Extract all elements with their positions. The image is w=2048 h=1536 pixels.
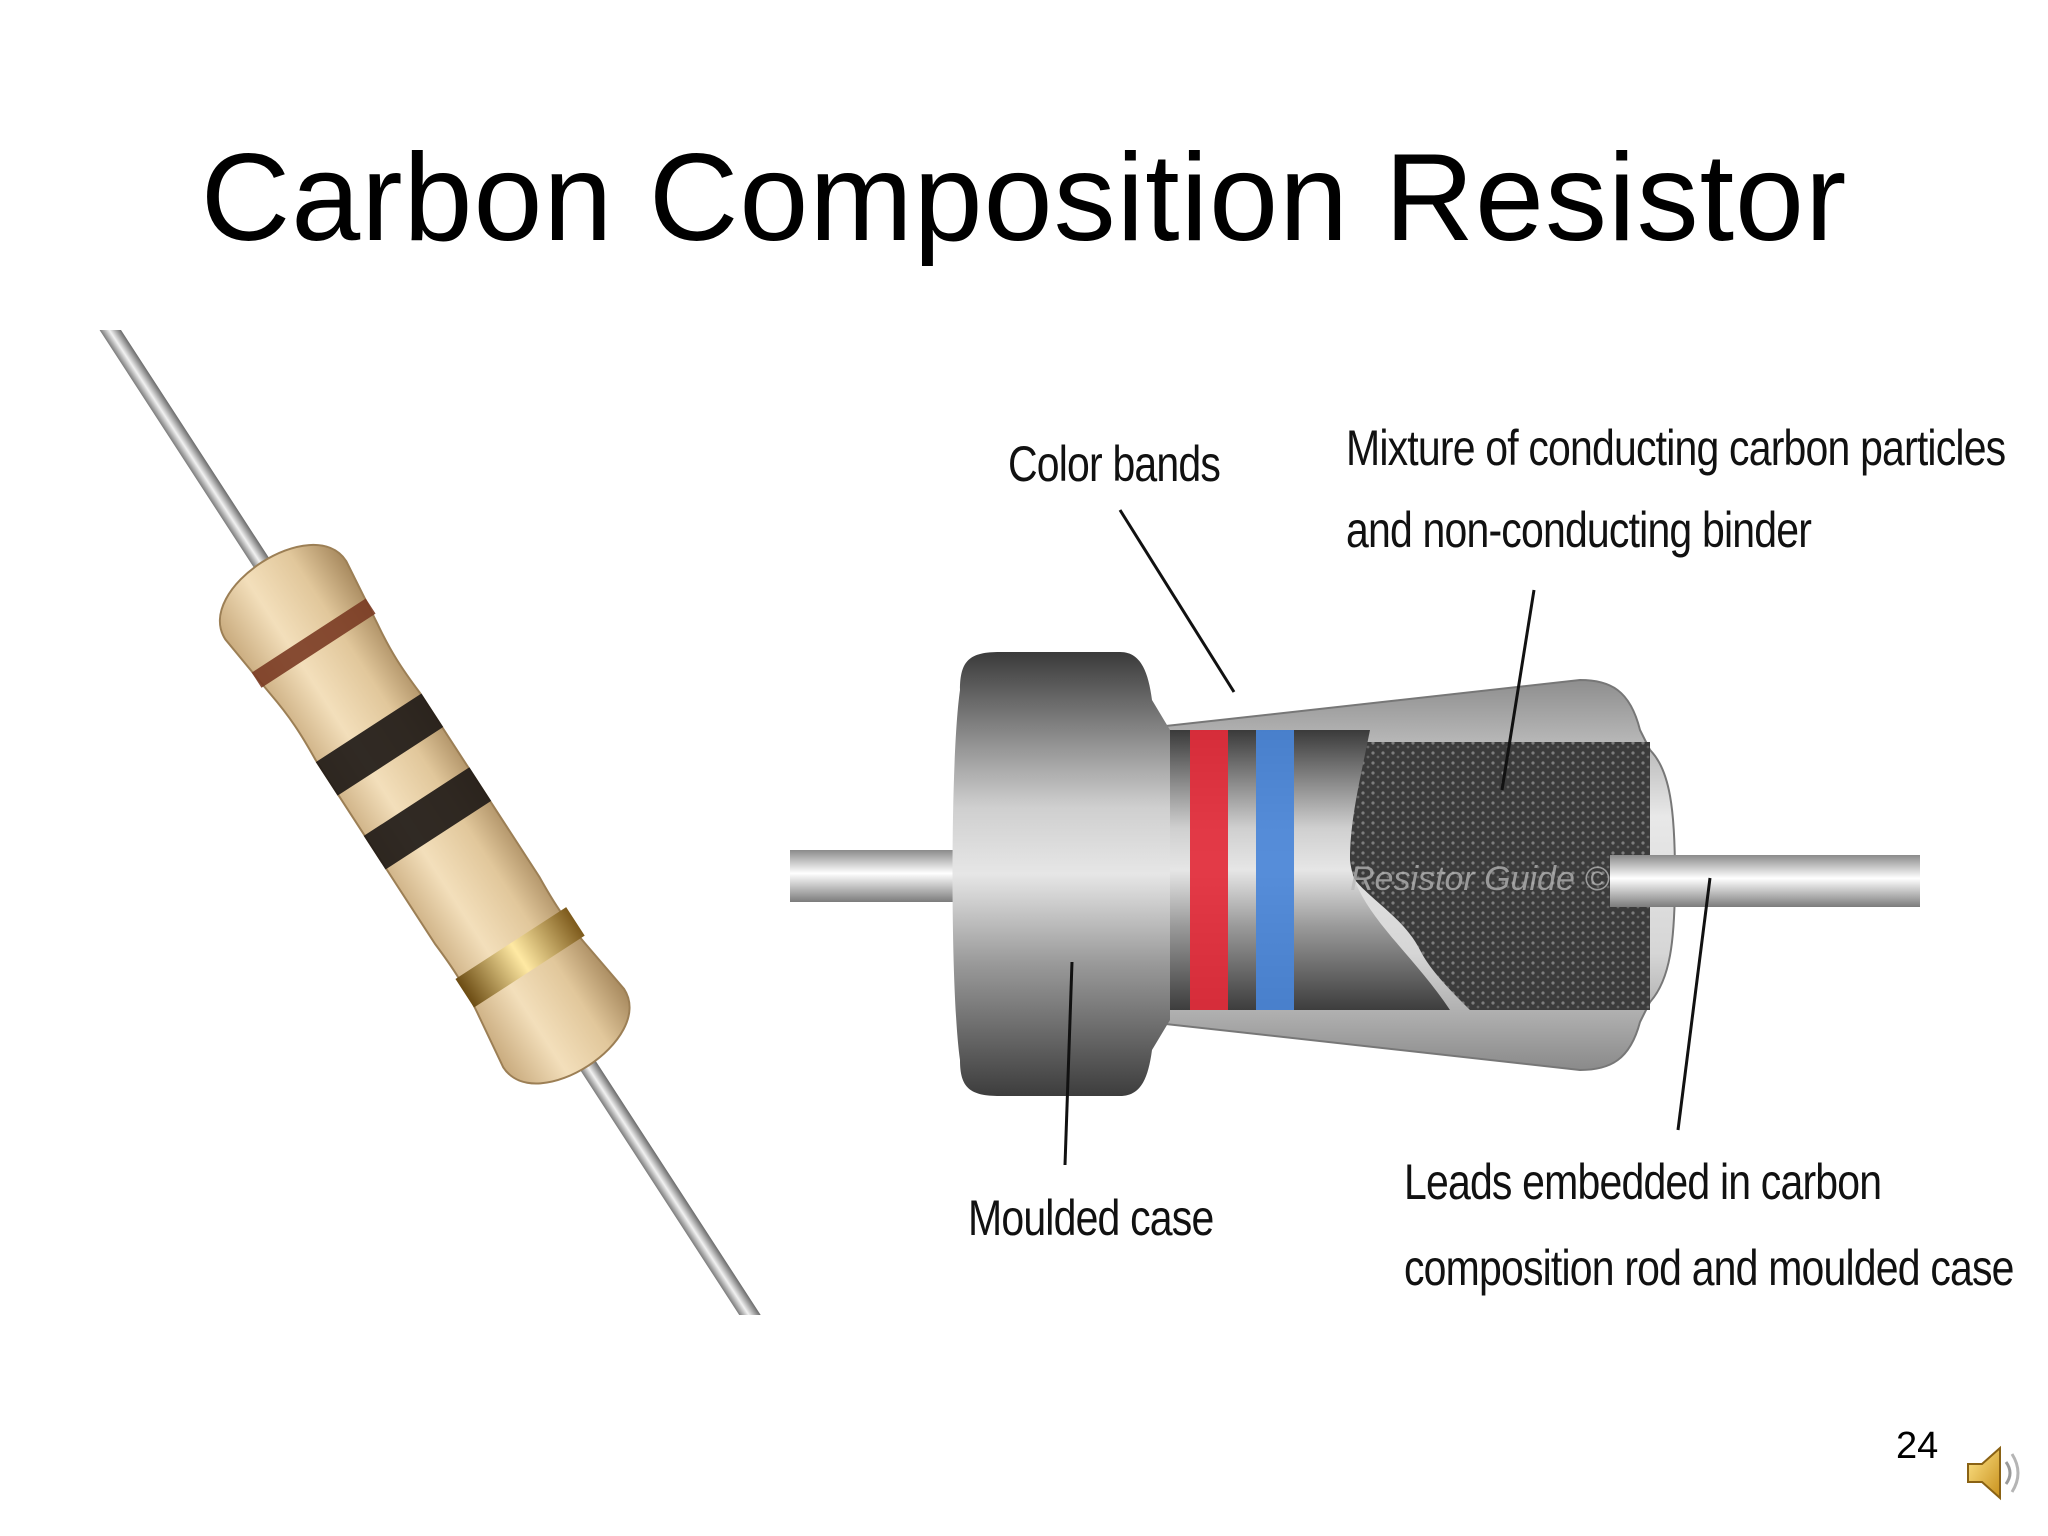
band-section xyxy=(1170,730,1450,1010)
photo-band-3 xyxy=(363,767,492,870)
label-leads-line1: Leads embedded in carbon xyxy=(1404,1154,1882,1210)
diagram-watermark: Resistor Guide © xyxy=(1350,860,1610,898)
moulded-case-cap xyxy=(952,652,1170,1096)
photo-band-2 xyxy=(315,693,444,796)
label-leads-line2: composition rod and moulded case xyxy=(1404,1240,2014,1296)
photo-band-4 xyxy=(455,907,585,1008)
diagram-band-red xyxy=(1190,730,1228,1010)
page-number: 24 xyxy=(1896,1425,1939,1467)
label-mixture-line1: Mixture of conducting carbon particles xyxy=(1346,420,2006,476)
label-moulded-case: Moulded case xyxy=(968,1190,1214,1246)
label-color-bands: Color bands xyxy=(1008,436,1221,492)
slide-title: Carbon Composition Resistor xyxy=(200,129,1848,267)
photo-band-1 xyxy=(251,598,376,688)
leader-leads xyxy=(1676,877,1712,1131)
diagram-band-blue xyxy=(1256,730,1294,1010)
leader-moulded-case xyxy=(1063,961,1074,1166)
leader-color-bands xyxy=(1118,509,1236,693)
label-mixture-line2: and non-conducting binder xyxy=(1346,502,1812,558)
left-lead xyxy=(790,850,970,902)
right-lead xyxy=(1610,855,1920,907)
resistor-photo xyxy=(87,330,768,1315)
leader-mixture xyxy=(1500,589,1536,791)
carbon-composition-rod xyxy=(1343,742,1650,1010)
speaker-icon[interactable] xyxy=(1962,1438,2028,1508)
resistor-cutaway-diagram: Resistor Guide © xyxy=(790,509,1920,1166)
